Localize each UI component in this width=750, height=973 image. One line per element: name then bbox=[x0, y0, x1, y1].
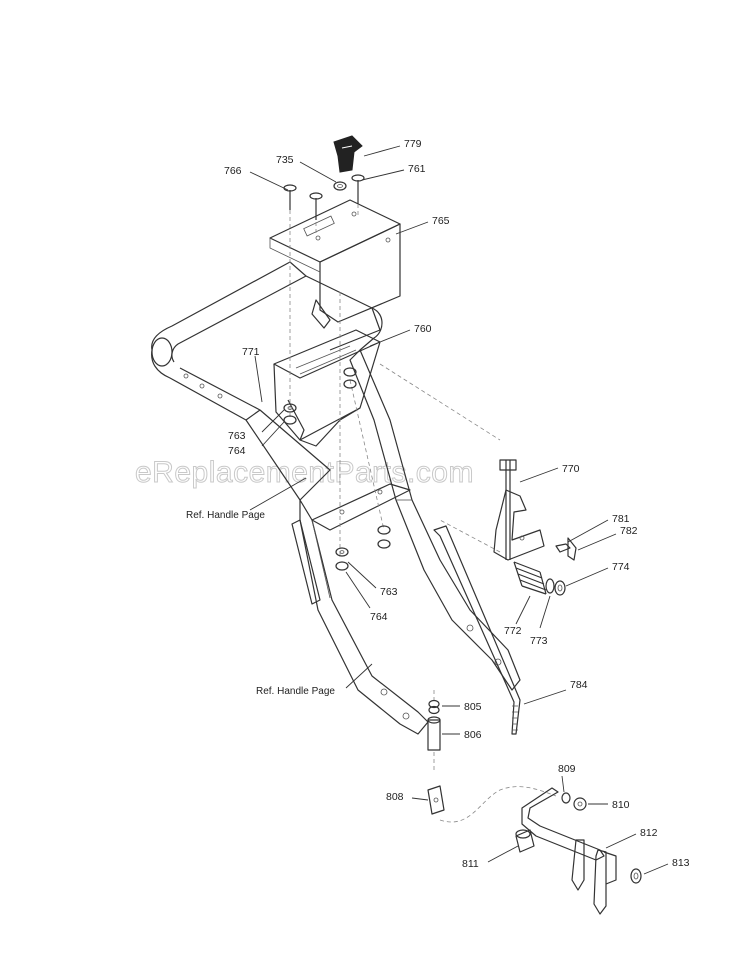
callout-772: 772 bbox=[504, 625, 522, 637]
callout-761: 761 bbox=[408, 163, 426, 175]
washer-nut-stack bbox=[343, 367, 357, 389]
ref-handle-page-lower: Ref. Handle Page bbox=[256, 686, 335, 697]
washer-809 bbox=[561, 792, 571, 804]
shift-bracket-770 bbox=[493, 459, 545, 561]
callout-805: 805 bbox=[464, 701, 482, 713]
washer-763-upper bbox=[283, 403, 297, 413]
lower-frame bbox=[291, 349, 521, 735]
callout-774: 774 bbox=[612, 561, 630, 573]
callout-781: 781 bbox=[612, 513, 630, 525]
callout-773: 773 bbox=[530, 635, 548, 647]
callout-810: 810 bbox=[612, 799, 630, 811]
nut-810 bbox=[573, 797, 587, 811]
washer-763-lower bbox=[335, 547, 349, 557]
watermark: eReplacementParts.com bbox=[135, 456, 474, 489]
clevis-pin-782 bbox=[567, 537, 577, 561]
leader-lines bbox=[249, 145, 669, 875]
shift-rod-784 bbox=[433, 525, 521, 735]
callout-782: 782 bbox=[620, 525, 638, 537]
shift-arm-812 bbox=[521, 787, 617, 915]
nut-805 bbox=[428, 699, 440, 715]
assembly-lines bbox=[289, 204, 557, 823]
callout-763-lower: 763 bbox=[380, 586, 398, 598]
callout-811: 811 bbox=[462, 858, 479, 870]
callout-763-upper: 763 bbox=[228, 430, 246, 442]
callout-784: 784 bbox=[570, 679, 588, 691]
nut-813 bbox=[630, 868, 642, 884]
spacer-806 bbox=[427, 716, 441, 751]
washer-773 bbox=[545, 578, 555, 594]
nut-764-upper bbox=[283, 415, 297, 425]
spring-772 bbox=[513, 561, 547, 595]
callout-764-upper: 764 bbox=[228, 445, 246, 457]
callout-771: 771 bbox=[242, 346, 260, 358]
callout-labels: 779 735 761 766 765 760 771 763 764 770 … bbox=[224, 138, 690, 870]
callout-812: 812 bbox=[640, 827, 658, 839]
callout-766: 766 bbox=[224, 165, 242, 177]
callout-809: 809 bbox=[558, 763, 576, 775]
carriage-bolt-766 bbox=[283, 184, 323, 220]
nut-774 bbox=[554, 580, 566, 596]
ferrule-808 bbox=[427, 785, 445, 815]
callout-806: 806 bbox=[464, 729, 482, 741]
shift-lever-knob-779 bbox=[333, 135, 363, 173]
ref-handle-page-upper: Ref. Handle Page bbox=[186, 510, 265, 521]
nut-pair-right bbox=[377, 525, 391, 549]
callout-770: 770 bbox=[562, 463, 580, 475]
callout-760: 760 bbox=[414, 323, 432, 335]
callout-765: 765 bbox=[432, 215, 450, 227]
handle-frame bbox=[151, 261, 383, 501]
control-panel-765 bbox=[269, 199, 401, 329]
nut-764-lower bbox=[335, 561, 349, 571]
lock-nut-735 bbox=[333, 181, 347, 191]
callout-764-lower: 764 bbox=[370, 611, 388, 623]
hairpin-clip-781 bbox=[555, 543, 571, 553]
callout-735: 735 bbox=[276, 154, 294, 166]
callout-813: 813 bbox=[672, 857, 690, 869]
bushing-811 bbox=[515, 829, 535, 853]
carriage-bolt-761 bbox=[351, 174, 365, 204]
callout-808: 808 bbox=[386, 791, 404, 803]
callout-779: 779 bbox=[404, 138, 422, 150]
